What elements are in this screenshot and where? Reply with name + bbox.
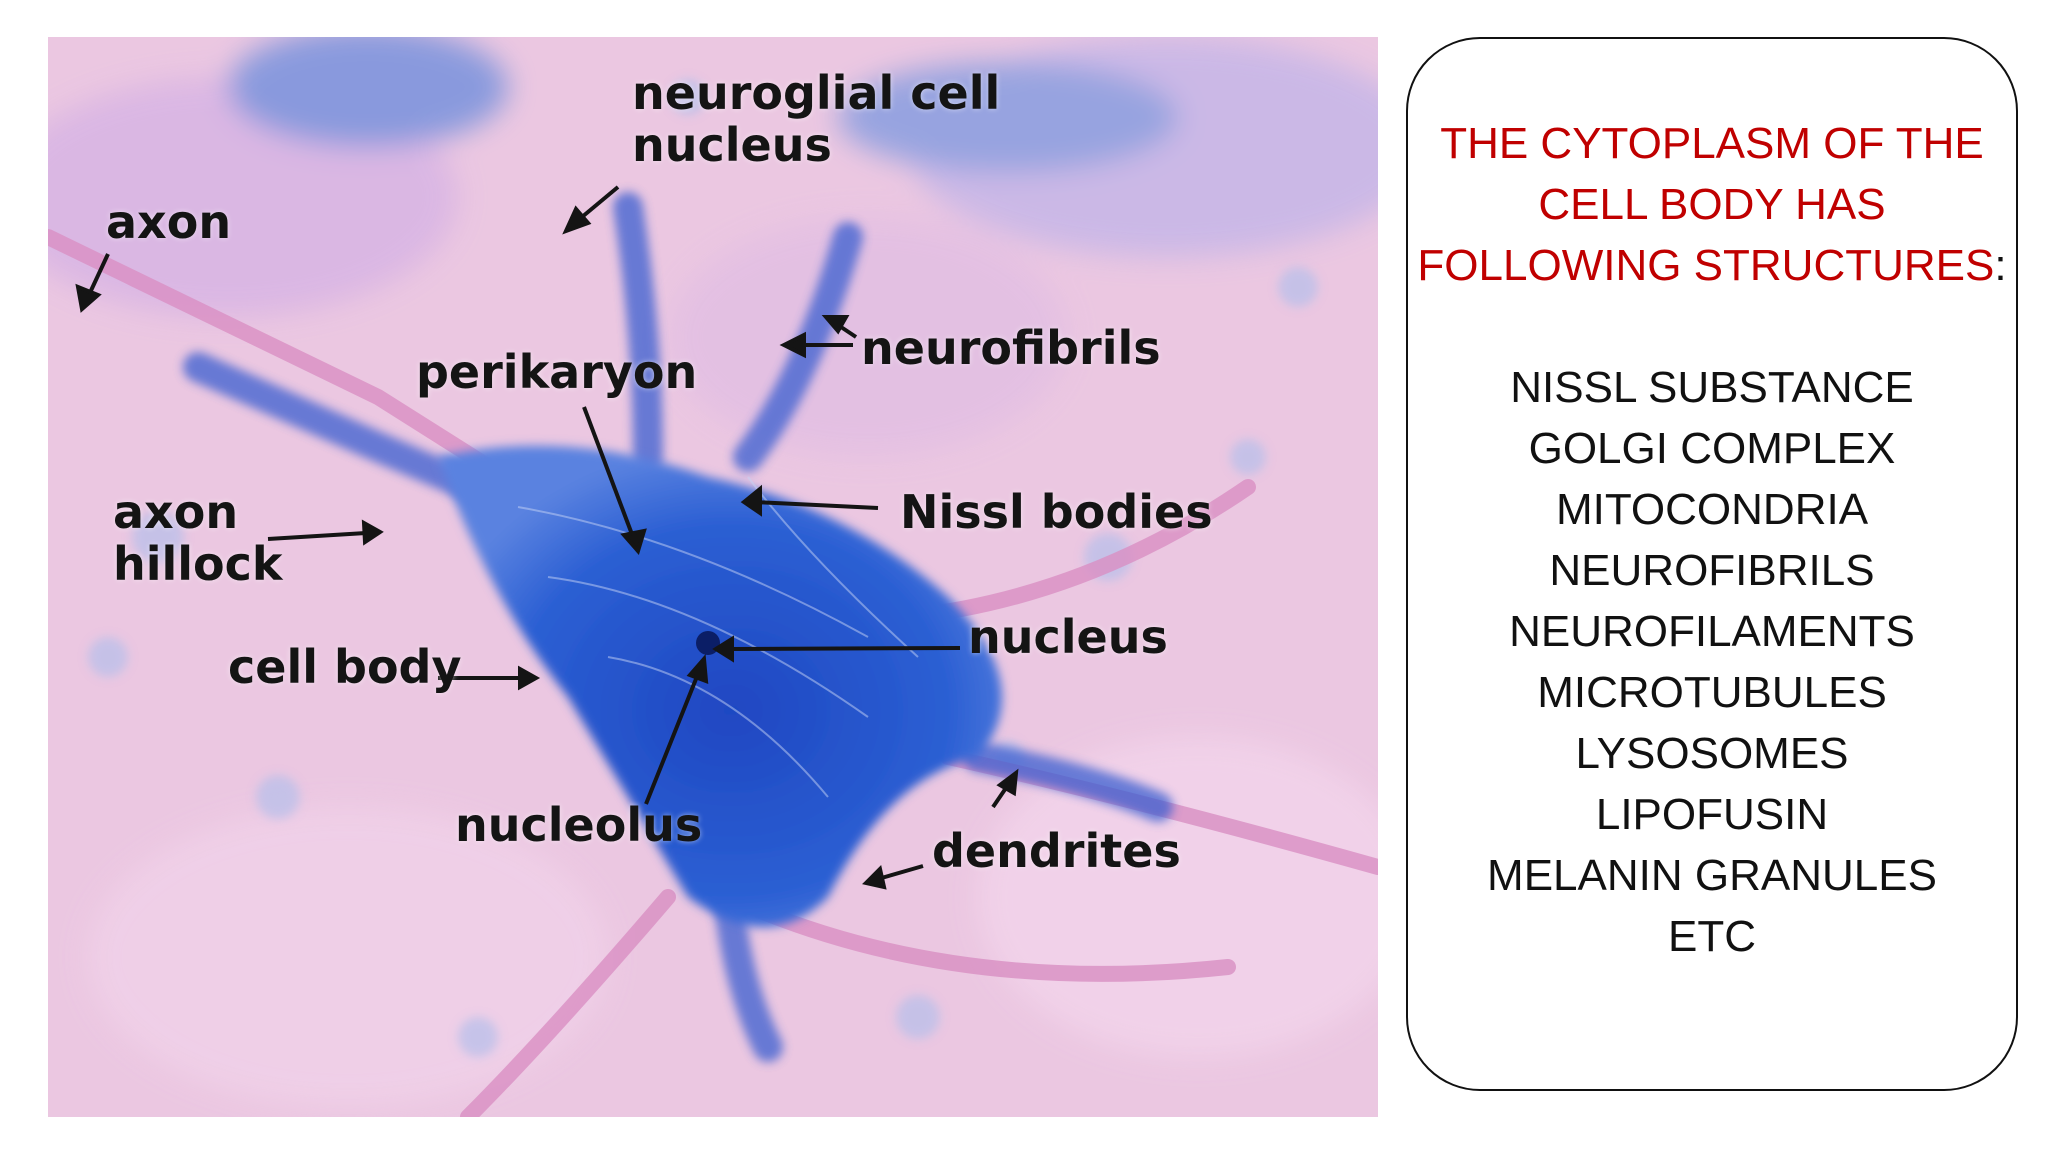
label-neuroglial-cell-nucleus: neuroglial cell nucleus: [632, 66, 1001, 172]
list-item: NEUROFILAMENTS: [1509, 607, 1915, 656]
list-item: MITOCONDRIA: [1555, 485, 1869, 534]
label-perikaryon: perikaryon: [416, 345, 698, 399]
label-nissl-bodies: Nissl bodies: [900, 485, 1213, 539]
list-item: MELANIN GRANULES: [1487, 851, 1937, 900]
label-axon-hillock: axon hillock: [113, 485, 283, 591]
label-dendrites: dendrites: [932, 824, 1181, 878]
list-item: LYSOSOMES: [1575, 729, 1849, 778]
box-heading-text: THE CYTOPLASM OF THE CELL BODY HAS FOLLO…: [1417, 119, 1995, 290]
cytoplasm-structures-box: THE CYTOPLASM OF THE CELL BODY HAS FOLLO…: [1406, 37, 2018, 1091]
structures-list: NISSL SUBSTANCE GOLGI COMPLEX MITOCONDRI…: [1408, 357, 2016, 967]
neuron-micrograph: neuroglial cell nucleus axon neurofibril…: [48, 37, 1378, 1117]
label-cell-body: cell body: [228, 640, 462, 694]
list-item: NEUROFIBRILS: [1549, 546, 1875, 595]
list-item: ETC: [1668, 912, 1756, 961]
list-item: GOLGI COMPLEX: [1528, 424, 1896, 473]
list-item: NISSL SUBSTANCE: [1510, 363, 1914, 412]
label-nucleus: nucleus: [968, 610, 1168, 664]
stained-tissue-illustration: [48, 37, 1378, 1117]
label-axon: axon: [106, 195, 232, 249]
box-heading: THE CYTOPLASM OF THE CELL BODY HAS FOLLO…: [1408, 113, 2016, 296]
list-item: MICROTUBULES: [1537, 668, 1887, 717]
box-heading-colon: :: [1994, 241, 2007, 290]
list-item: LIPOFUSIN: [1595, 790, 1829, 839]
label-neurofibrils: neurofibrils: [861, 321, 1161, 375]
label-nucleolus: nucleolus: [455, 798, 703, 852]
